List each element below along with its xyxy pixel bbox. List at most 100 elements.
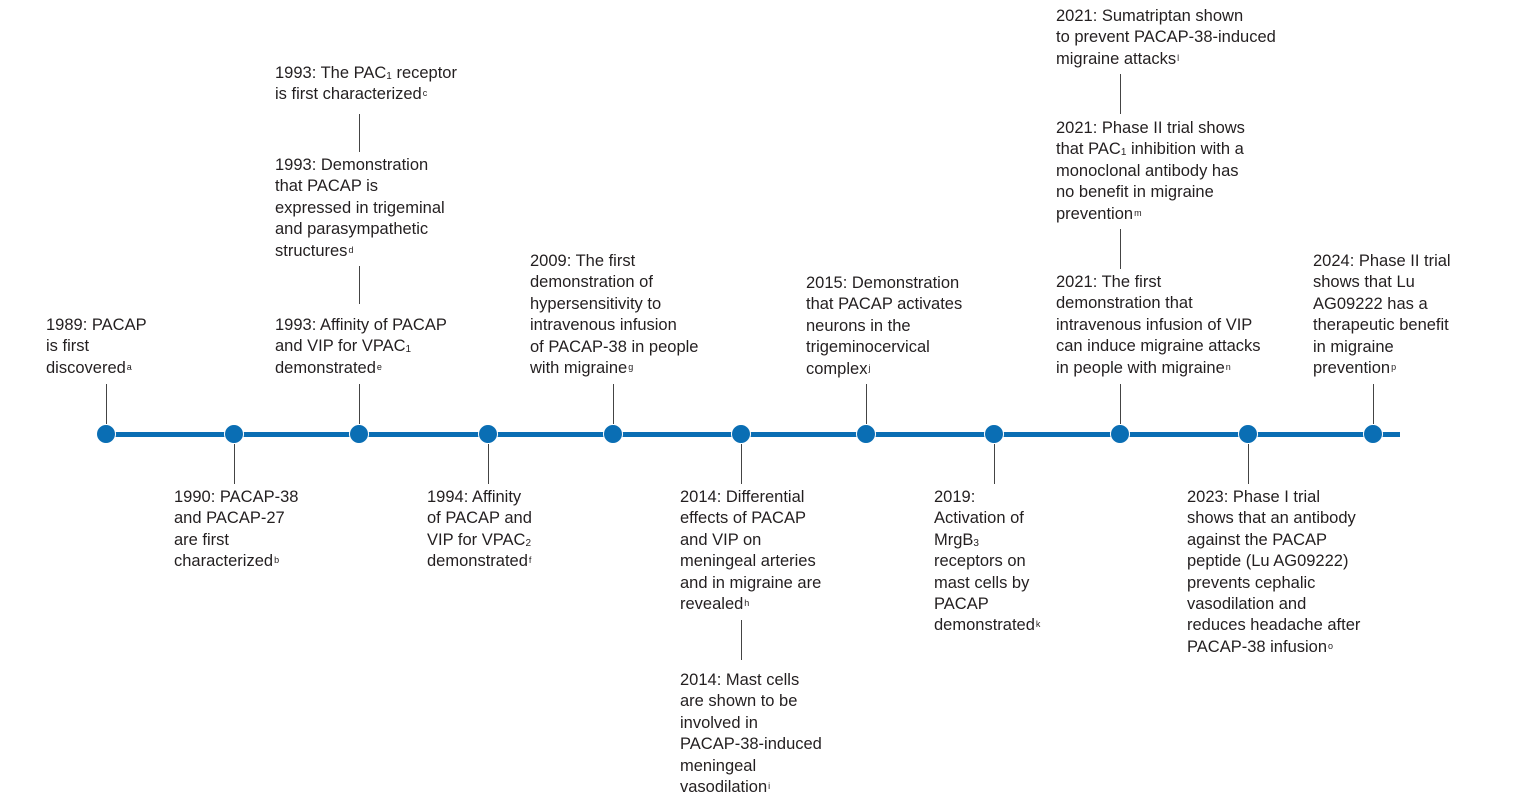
event-2021-sumatriptan: 2021: Sumatriptan shown to prevent PACAP… — [1056, 6, 1276, 70]
event-text-line: shows that Lu — [1313, 273, 1415, 292]
event-text-line: 1990: PACAP-38 — [174, 488, 299, 506]
connector-2015 — [865, 384, 867, 424]
connector-2014-a — [740, 444, 742, 484]
connector-1989 — [105, 384, 107, 424]
event-text-line: effects of PACAP — [680, 509, 806, 528]
event-text-line: 2014: Differential — [680, 488, 805, 506]
connector-2019 — [993, 444, 995, 484]
reference-marker: b — [274, 555, 280, 566]
event-text-line: that PACAP is — [275, 177, 379, 196]
event-text-line: against the PACAP — [1187, 530, 1328, 549]
event-1989: 1989: PACAP is first discovereda — [46, 315, 147, 379]
event-text-line: demonstration of — [530, 273, 653, 292]
event-text-line: prevention — [1313, 359, 1391, 378]
reference-marker: l — [1177, 52, 1180, 63]
reference-marker: j — [868, 362, 871, 373]
event-text-line: demonstrated — [275, 358, 376, 377]
event-2019: 2019: Activation of MrgB3 receptors on m… — [934, 487, 1040, 637]
event-text-line: with migraine — [530, 359, 628, 378]
reference-marker: n — [1225, 361, 1231, 372]
event-text-line: 2014: Mast cells — [680, 671, 800, 689]
event-text-line: 2009: The first — [530, 252, 636, 270]
event-text-line: 2019: — [934, 488, 976, 506]
event-text: 1993: The PAC — [275, 64, 387, 82]
event-text-line: receptors on — [934, 552, 1026, 571]
event-text-line: of PACAP-38 in people — [530, 337, 699, 356]
event-text-line: is first — [46, 337, 90, 356]
event-1994: 1994: Affinity of PACAP and VIP for VPAC… — [427, 487, 532, 573]
event-1993-pac1-receptor: 1993: The PAC1 receptor is first charact… — [275, 63, 457, 106]
event-text-line: monoclonal antibody has — [1056, 161, 1239, 180]
event-text-line: demonstrated — [427, 552, 528, 571]
event-text-line: no benefit in migraine — [1056, 183, 1214, 202]
event-text-line: 1993: Demonstration — [275, 156, 429, 174]
event-2014-differential-effects: 2014: Differential effects of PACAP and … — [680, 487, 821, 615]
timeline-dot-1993 — [349, 424, 369, 444]
event-2009: 2009: The first demonstration of hyperse… — [530, 251, 698, 379]
subscript: 1 — [405, 344, 412, 356]
event-text-line: 2021: Sumatriptan shown — [1056, 7, 1244, 25]
reference-marker: e — [376, 361, 382, 372]
event-text-line: prevention — [1056, 204, 1134, 223]
event-text-line: meningeal — [680, 756, 757, 775]
reference-marker: a — [126, 361, 132, 372]
subscript: 1 — [1120, 147, 1127, 159]
connector-2021-b — [1119, 229, 1121, 269]
event-text-line: discovered — [46, 358, 126, 377]
event-text: receptor — [391, 64, 457, 82]
event-text-line: Activation of — [934, 509, 1024, 528]
connector-2014-b — [740, 620, 742, 660]
event-text-line: intravenous infusion — [530, 316, 677, 335]
event-text-line: mast cells by — [934, 573, 1030, 592]
event-text-line: involved in — [680, 713, 758, 732]
event-text-line: peptide (Lu AG09222) — [1187, 552, 1349, 571]
event-text-line: 1993: Affinity of PACAP — [275, 316, 447, 334]
timeline-dot-1989 — [96, 424, 116, 444]
timeline-dot-1990 — [224, 424, 244, 444]
event-text-line: 2023: Phase I trial — [1187, 488, 1320, 506]
event-text-line: and PACAP-27 — [174, 509, 285, 528]
event-text-line: to prevent PACAP-38-induced — [1056, 28, 1276, 47]
event-text-line: in migraine — [1313, 337, 1394, 356]
timeline-dot-1994 — [478, 424, 498, 444]
event-text-line: 2024: Phase II trial — [1313, 252, 1451, 270]
event-text-line: 1989: PACAP — [46, 316, 147, 334]
reference-marker: k — [1035, 619, 1041, 630]
timeline-dot-2009 — [603, 424, 623, 444]
event-2021-pac1-antibody-trial: 2021: Phase II trial shows that PAC1 inh… — [1056, 118, 1245, 225]
event-text-line: hypersensitivity to — [530, 294, 662, 313]
event-text-line: vasodilation and — [1187, 595, 1307, 614]
connector-2023 — [1247, 444, 1249, 484]
event-text-line: and parasympathetic — [275, 220, 429, 239]
connector-1993-b — [358, 266, 360, 304]
event-text-line: of PACAP and — [427, 509, 532, 528]
event-text-line: neurons in the — [806, 316, 911, 335]
timeline-dot-2021 — [1110, 424, 1130, 444]
event-text-line: revealed — [680, 595, 744, 614]
event-text-line: complex — [806, 359, 868, 378]
event-text: MrgB — [934, 530, 974, 549]
event-text-line: PACAP — [934, 595, 989, 614]
event-2014-mast-cells: 2014: Mast cells are shown to be involve… — [680, 670, 822, 798]
event-text-line: shows that an antibody — [1187, 509, 1356, 528]
event-text-line: meningeal arteries — [680, 552, 816, 571]
event-text-line: expressed in trigeminal — [275, 198, 445, 217]
reference-marker: p — [1391, 362, 1397, 373]
subscript: 1 — [386, 71, 392, 82]
event-text: and VIP for VPAC — [275, 337, 406, 356]
event-text-line: therapeutic benefit — [1313, 316, 1449, 335]
event-1993-expression: 1993: Demonstration that PACAP is expres… — [275, 155, 445, 262]
event-text: VIP for VPAC — [427, 530, 526, 549]
reference-marker: m — [1134, 207, 1142, 218]
event-text-line: demonstration that — [1056, 294, 1193, 313]
timeline-dot-2023 — [1238, 424, 1258, 444]
event-text-line: demonstrated — [934, 616, 1035, 635]
connector-2024 — [1372, 384, 1374, 424]
event-text-line: are shown to be — [680, 692, 798, 711]
event-text-line: are first — [174, 530, 230, 549]
event-text: that PAC — [1056, 140, 1121, 159]
event-text-line: 2015: Demonstration — [806, 274, 960, 292]
timeline-dot-2024 — [1363, 424, 1383, 444]
reference-marker: f — [528, 555, 532, 566]
